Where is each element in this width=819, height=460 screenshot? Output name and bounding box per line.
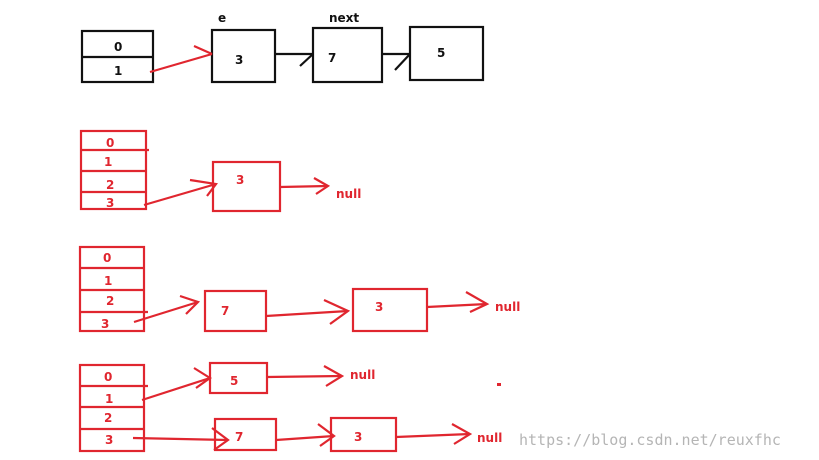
step3-array-cell-0: 0: [104, 370, 112, 384]
step3-array-cell-2: 2: [104, 411, 112, 425]
top-node-1: [210, 28, 277, 84]
step3-array-cell-1: 1: [105, 392, 113, 406]
step2-array-cell-2: 2: [106, 294, 114, 308]
step3-node-b2-value: 3: [354, 430, 362, 444]
step2-section: [78, 245, 490, 333]
label-next: next: [329, 11, 359, 25]
top-array-cell-1: 1: [114, 64, 122, 78]
step3-node-b1: [213, 417, 278, 452]
step2-array-cell-0: 0: [103, 251, 111, 265]
step3-section: [78, 361, 473, 453]
top-node-1-value: 3: [235, 53, 243, 67]
step2-array-cell-3: 3: [101, 317, 109, 331]
top-node-2: [311, 26, 384, 84]
step1-array-cell-0: 0: [106, 136, 114, 150]
top-section: [80, 25, 485, 84]
step3-null-b: null: [477, 431, 502, 445]
step2-node-1: [203, 289, 268, 333]
watermark: https://blog.csdn.net/reuxfhc: [519, 431, 781, 449]
step1-array-cell-1: 1: [104, 155, 112, 169]
stray-dot: [497, 383, 501, 386]
step3-node-a1-value: 5: [230, 374, 238, 388]
top-arrow-3-4-head: [394, 53, 411, 71]
top-pointer: [149, 44, 213, 74]
top-node-3-value: 5: [437, 46, 445, 60]
top-arrow-2-3-head: [299, 53, 314, 67]
step3-node-b2: [329, 416, 398, 453]
step1-array-cell-2: 2: [106, 178, 114, 192]
step1-section: [79, 129, 331, 213]
step2-null: null: [495, 300, 520, 314]
step1-node-1: [211, 160, 282, 213]
step1-node-1-value: 3: [236, 173, 244, 187]
step3-null-a: null: [350, 368, 375, 382]
step3-node-b1-value: 7: [235, 430, 243, 444]
label-e: e: [218, 11, 226, 25]
step2-node-1-value: 7: [221, 304, 229, 318]
step1-null: null: [336, 187, 361, 201]
top-node-3: [408, 25, 485, 82]
step2-array-cell-1: 1: [104, 274, 112, 288]
top-array-cell-0: 0: [114, 40, 122, 54]
step2-node-2: [351, 287, 429, 333]
top-node-2-value: 7: [328, 51, 336, 65]
step2-node-2-value: 3: [375, 300, 383, 314]
step1-array-cell-3: 3: [106, 196, 114, 210]
step3-array-cell-3: 3: [105, 433, 113, 447]
step3-node-a1: [208, 361, 269, 395]
